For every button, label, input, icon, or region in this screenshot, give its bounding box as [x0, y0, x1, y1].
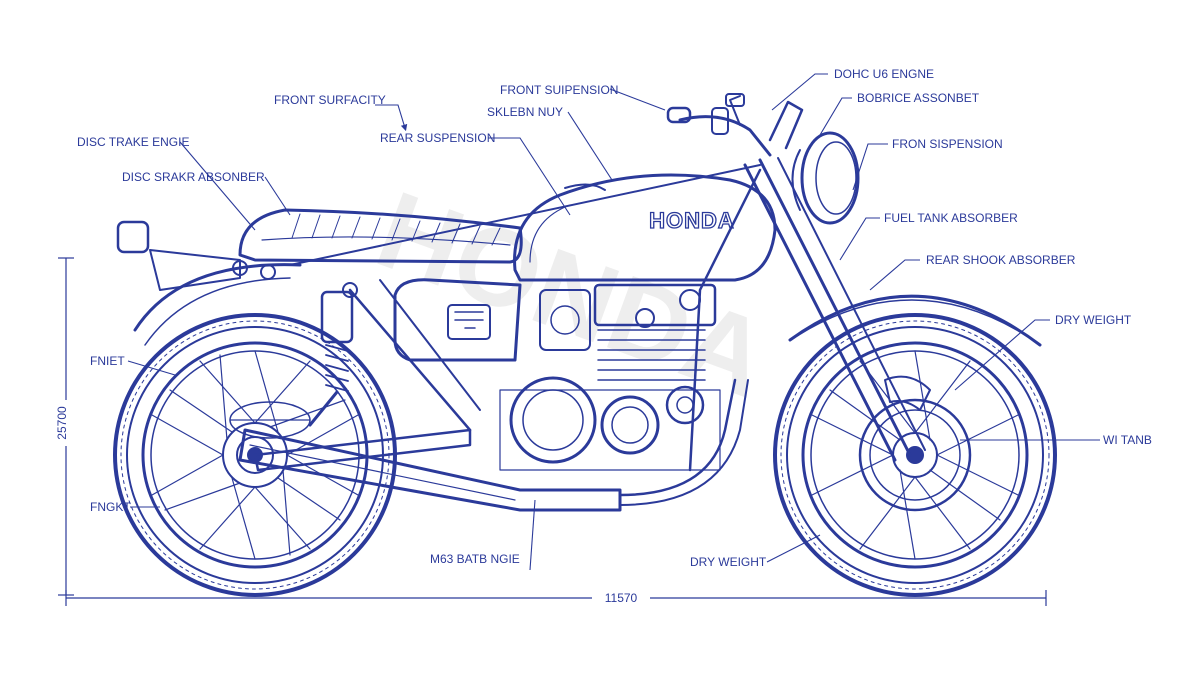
dimension-height: 25700 [55, 406, 69, 440]
seat [238, 208, 523, 264]
exhaust [238, 378, 749, 512]
front-brake-disc [858, 398, 972, 512]
label-rear-shook-absorber: REAR SHOOK ABSORBER [926, 253, 1076, 267]
engine-case-right [600, 395, 660, 455]
rear-fender [116, 220, 302, 346]
label-fngkt: FNGKT [90, 500, 131, 514]
tail-light [116, 220, 150, 254]
brand-logo: HONDA [649, 208, 735, 233]
handlebars [666, 93, 804, 157]
leader-lines [127, 73, 1100, 571]
dimension-length: 11570 [605, 591, 638, 605]
front-fork [743, 157, 926, 462]
label-disc-srakr-absonber: DISC SRAKR ABSONBER [122, 170, 265, 184]
label-front-suipension: FRONT SUIPENSION [500, 83, 618, 97]
label-fniet: FNIET [90, 354, 125, 368]
swing-arm [253, 428, 472, 472]
label-front-surfacity: FRONT SURFACITY [274, 93, 386, 107]
label-fron-sispension: FRON SISPENSION [892, 137, 1003, 151]
side-cover [393, 278, 522, 362]
headlight [791, 131, 860, 225]
label-rear-suspension: REAR SUSPENSION [380, 131, 495, 145]
callout-labels: FRONT SURFACITY DISC TRAKE ENGIE DISC SR… [55, 67, 1152, 605]
label-dry-weight-bottom: DRY WEIGHT [690, 555, 767, 569]
label-wi-tanb: WI TANB [1103, 433, 1152, 447]
front-wheel [773, 313, 1057, 597]
fuel-tank [513, 173, 777, 282]
engine [499, 283, 721, 471]
label-fuel-tank-absorber: FUEL TANK ABSORBER [884, 211, 1018, 225]
engine-case-left [509, 376, 597, 464]
front-spokes [811, 350, 1019, 560]
label-bobrice-assonbet: BOBRICE ASSONBET [857, 91, 980, 105]
label-dohc-engine: DOHC U6 ENGNE [834, 67, 934, 81]
label-m63-batb-ngie: M63 BATB NGIE [430, 552, 520, 566]
rear-shock [308, 282, 358, 427]
label-sklebn-nuy: SKLEBN NUY [487, 105, 563, 119]
label-disc-trake-engie: DISC TRAKE ENGIE [77, 135, 189, 149]
rear-spokes [151, 350, 359, 560]
label-dry-weight-right: DRY WEIGHT [1055, 313, 1132, 327]
carburetor [539, 289, 591, 351]
